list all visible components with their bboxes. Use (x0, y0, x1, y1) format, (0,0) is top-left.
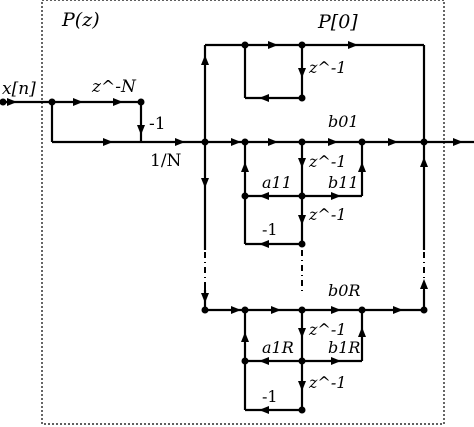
junction-node (298, 406, 306, 414)
junction-node (358, 138, 366, 146)
delay-one-label: z^-1 (308, 152, 346, 171)
delay-N-label: z^-N (91, 77, 137, 97)
junction-node (241, 192, 249, 200)
delay-one-label: z^-1 (308, 58, 346, 77)
delay-one-label: z^-1 (308, 373, 346, 392)
input-label: x[n] (2, 79, 36, 99)
junction-node (241, 306, 249, 314)
junction-node (358, 306, 366, 314)
inner-block-label: P[0] (317, 11, 358, 33)
junction-node (298, 240, 306, 248)
outer-block-boundary (41, 0, 445, 425)
junction-node (298, 192, 306, 200)
input-node (0, 98, 7, 106)
minus-one-label: -1 (262, 387, 278, 406)
junction-node (48, 98, 56, 106)
coefficient-b0R-label: b0R (328, 281, 360, 300)
junction-node (137, 98, 145, 106)
junction-node (298, 94, 306, 102)
coefficient-b11-label: b11 (328, 173, 359, 192)
minus-one-label: -1 (149, 114, 166, 134)
coefficient-b01-label: b01 (328, 112, 359, 131)
junction-node (241, 138, 249, 146)
junction-node (298, 306, 306, 314)
junction-node (201, 306, 209, 314)
minus-one-label: -1 (262, 220, 278, 239)
coefficient-a11-label: a11 (262, 173, 292, 192)
delay-one-label: z^-1 (308, 320, 346, 339)
one-over-N-label: 1/N (150, 151, 182, 171)
junction-node (201, 138, 209, 146)
junction-node (298, 41, 306, 49)
junction-node (298, 138, 306, 146)
junction-node (241, 41, 249, 49)
junction-node (298, 357, 306, 365)
delay-one-label: z^-1 (308, 205, 346, 224)
junction-node (420, 306, 428, 314)
junction-node (420, 138, 428, 146)
coefficient-a1R-label: a1R (262, 338, 294, 357)
junction-node (241, 357, 249, 365)
outer-block-label: P(z) (61, 9, 100, 31)
coefficient-b1R-label: b1R (328, 338, 360, 357)
